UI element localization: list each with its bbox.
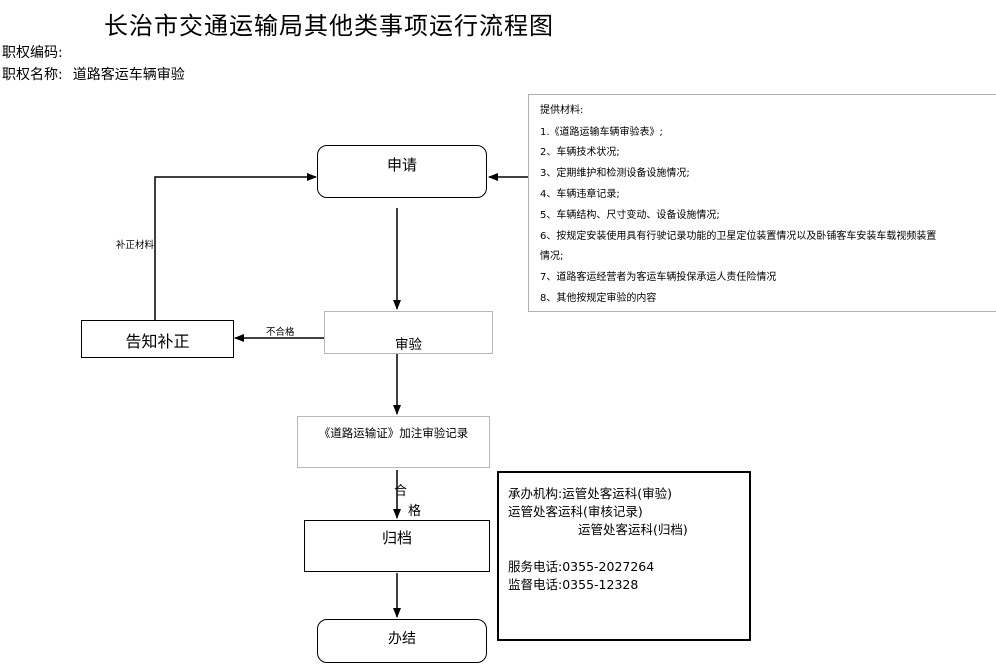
org-line-3: 运管处客运科(归档) [578, 522, 688, 537]
page-title: 长治市交通运输局其他类事项运行流程图 [104, 12, 554, 40]
node-review-label: 审验 [395, 337, 422, 353]
edge-label-supplement: 补正材料 [116, 240, 155, 251]
node-review: 审验 [324, 311, 493, 354]
node-notify-label: 告知补正 [125, 332, 190, 351]
materials-item: 4、车辆违章记录; [540, 189, 620, 200]
materials-item: 3、定期维护和检测设备设施情况; [540, 168, 690, 179]
node-annotate-label: 《道路运输证》加注审验记录 [318, 426, 469, 440]
contact-info-panel: 承办机构:运管处客运科(审验) 运管处客运科(审核记录) 运管处客运科(归档) … [497, 471, 751, 641]
materials-panel: 提供材料: 1.《道路运输车辆审验表》; 2、车辆技术状况; 3、定期维护和检测… [528, 94, 996, 312]
materials-item: 5、车辆结构、尺寸变动、设备设施情况; [540, 210, 720, 221]
materials-item: 8、其他按规定审验的内容 [540, 293, 657, 304]
materials-item: 2、车辆技术状况; [540, 147, 620, 158]
edge-label-pass-2: 格 [408, 504, 422, 519]
power-name-row: 职权名称: 道路客运车辆审验 [2, 64, 185, 84]
materials-item: 情况; [540, 251, 564, 262]
node-archive: 归档 [304, 520, 490, 572]
node-apply-label: 申请 [386, 156, 417, 174]
materials-item: 7、道路客运经营者为客运车辆投保承运人责任险情况 [540, 272, 777, 283]
node-complete: 办结 [317, 619, 487, 663]
node-archive-label: 归档 [381, 529, 412, 547]
org-line: 承办机构:运管处客运科(审验) [508, 486, 672, 501]
materials-item: 6、按规定安装使用具有行驶记录功能的卫星定位装置情况以及卧铺客车安装车载视频装置 [540, 231, 937, 242]
materials-item: 1.《道路运输车辆审验表》; [540, 127, 663, 138]
power-name-label: 职权名称: [2, 67, 63, 83]
arrow-notify-to-apply [154, 173, 317, 320]
edge-label-fail: 不合格 [266, 327, 295, 338]
org-line-2: 运管处客运科(审核记录) [508, 504, 643, 519]
node-apply: 申请 [317, 145, 487, 198]
node-complete-label: 办结 [388, 631, 416, 647]
edge-label-pass-1: 合 [394, 484, 408, 499]
node-notify: 告知补正 [81, 320, 234, 358]
power-code-label: 职权编码: [2, 45, 63, 61]
node-annotate: 《道路运输证》加注审验记录 [297, 416, 490, 468]
materials-heading: 提供材料: [540, 105, 584, 116]
supervise-phone: 监督电话:0355-12328 [508, 577, 639, 592]
power-name-value: 道路客运车辆审验 [72, 67, 185, 83]
service-phone: 服务电话:0355-2027264 [508, 559, 655, 574]
